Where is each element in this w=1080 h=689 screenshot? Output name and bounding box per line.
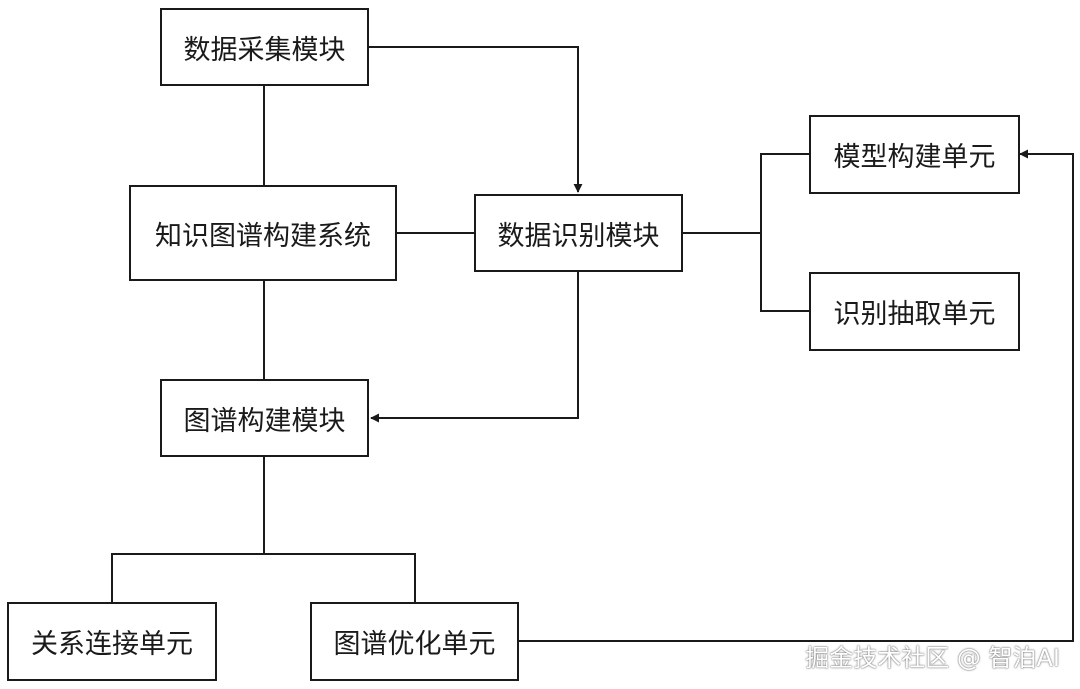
arrow-collection-recognition <box>369 46 583 193</box>
arrow-optimization-model <box>519 149 1074 642</box>
arrow-recognition-graph <box>370 272 579 423</box>
node-model-building: 模型构建单元 <box>809 115 1020 194</box>
node-data-recognition: 数据识别模块 <box>474 194 683 272</box>
node-label: 图谱构建模块 <box>183 405 346 437</box>
edge-branch-units <box>760 153 809 312</box>
node-label: 数据采集模块 <box>183 34 346 66</box>
node-label: 模型构建单元 <box>833 142 996 173</box>
watermark-text: 掘金技术社区 @ 智泊AI <box>805 644 1060 672</box>
node-label: 数据识别模块 <box>497 220 660 252</box>
node-label: 识别抽取单元 <box>833 299 996 330</box>
node-recognition-extraction: 识别抽取单元 <box>809 272 1020 351</box>
node-label: 知识图谱构建系统 <box>155 220 371 252</box>
node-relation-linking: 关系连接单元 <box>7 602 217 681</box>
edge-branch-bottom-units <box>111 553 416 602</box>
node-graph-building: 图谱构建模块 <box>160 379 369 457</box>
node-label: 图谱优化单元 <box>333 629 496 660</box>
node-kg-system: 知识图谱构建系统 <box>129 185 397 281</box>
node-label: 关系连接单元 <box>31 629 193 660</box>
node-data-collection: 数据采集模块 <box>160 8 369 86</box>
node-graph-optimization: 图谱优化单元 <box>310 602 519 681</box>
